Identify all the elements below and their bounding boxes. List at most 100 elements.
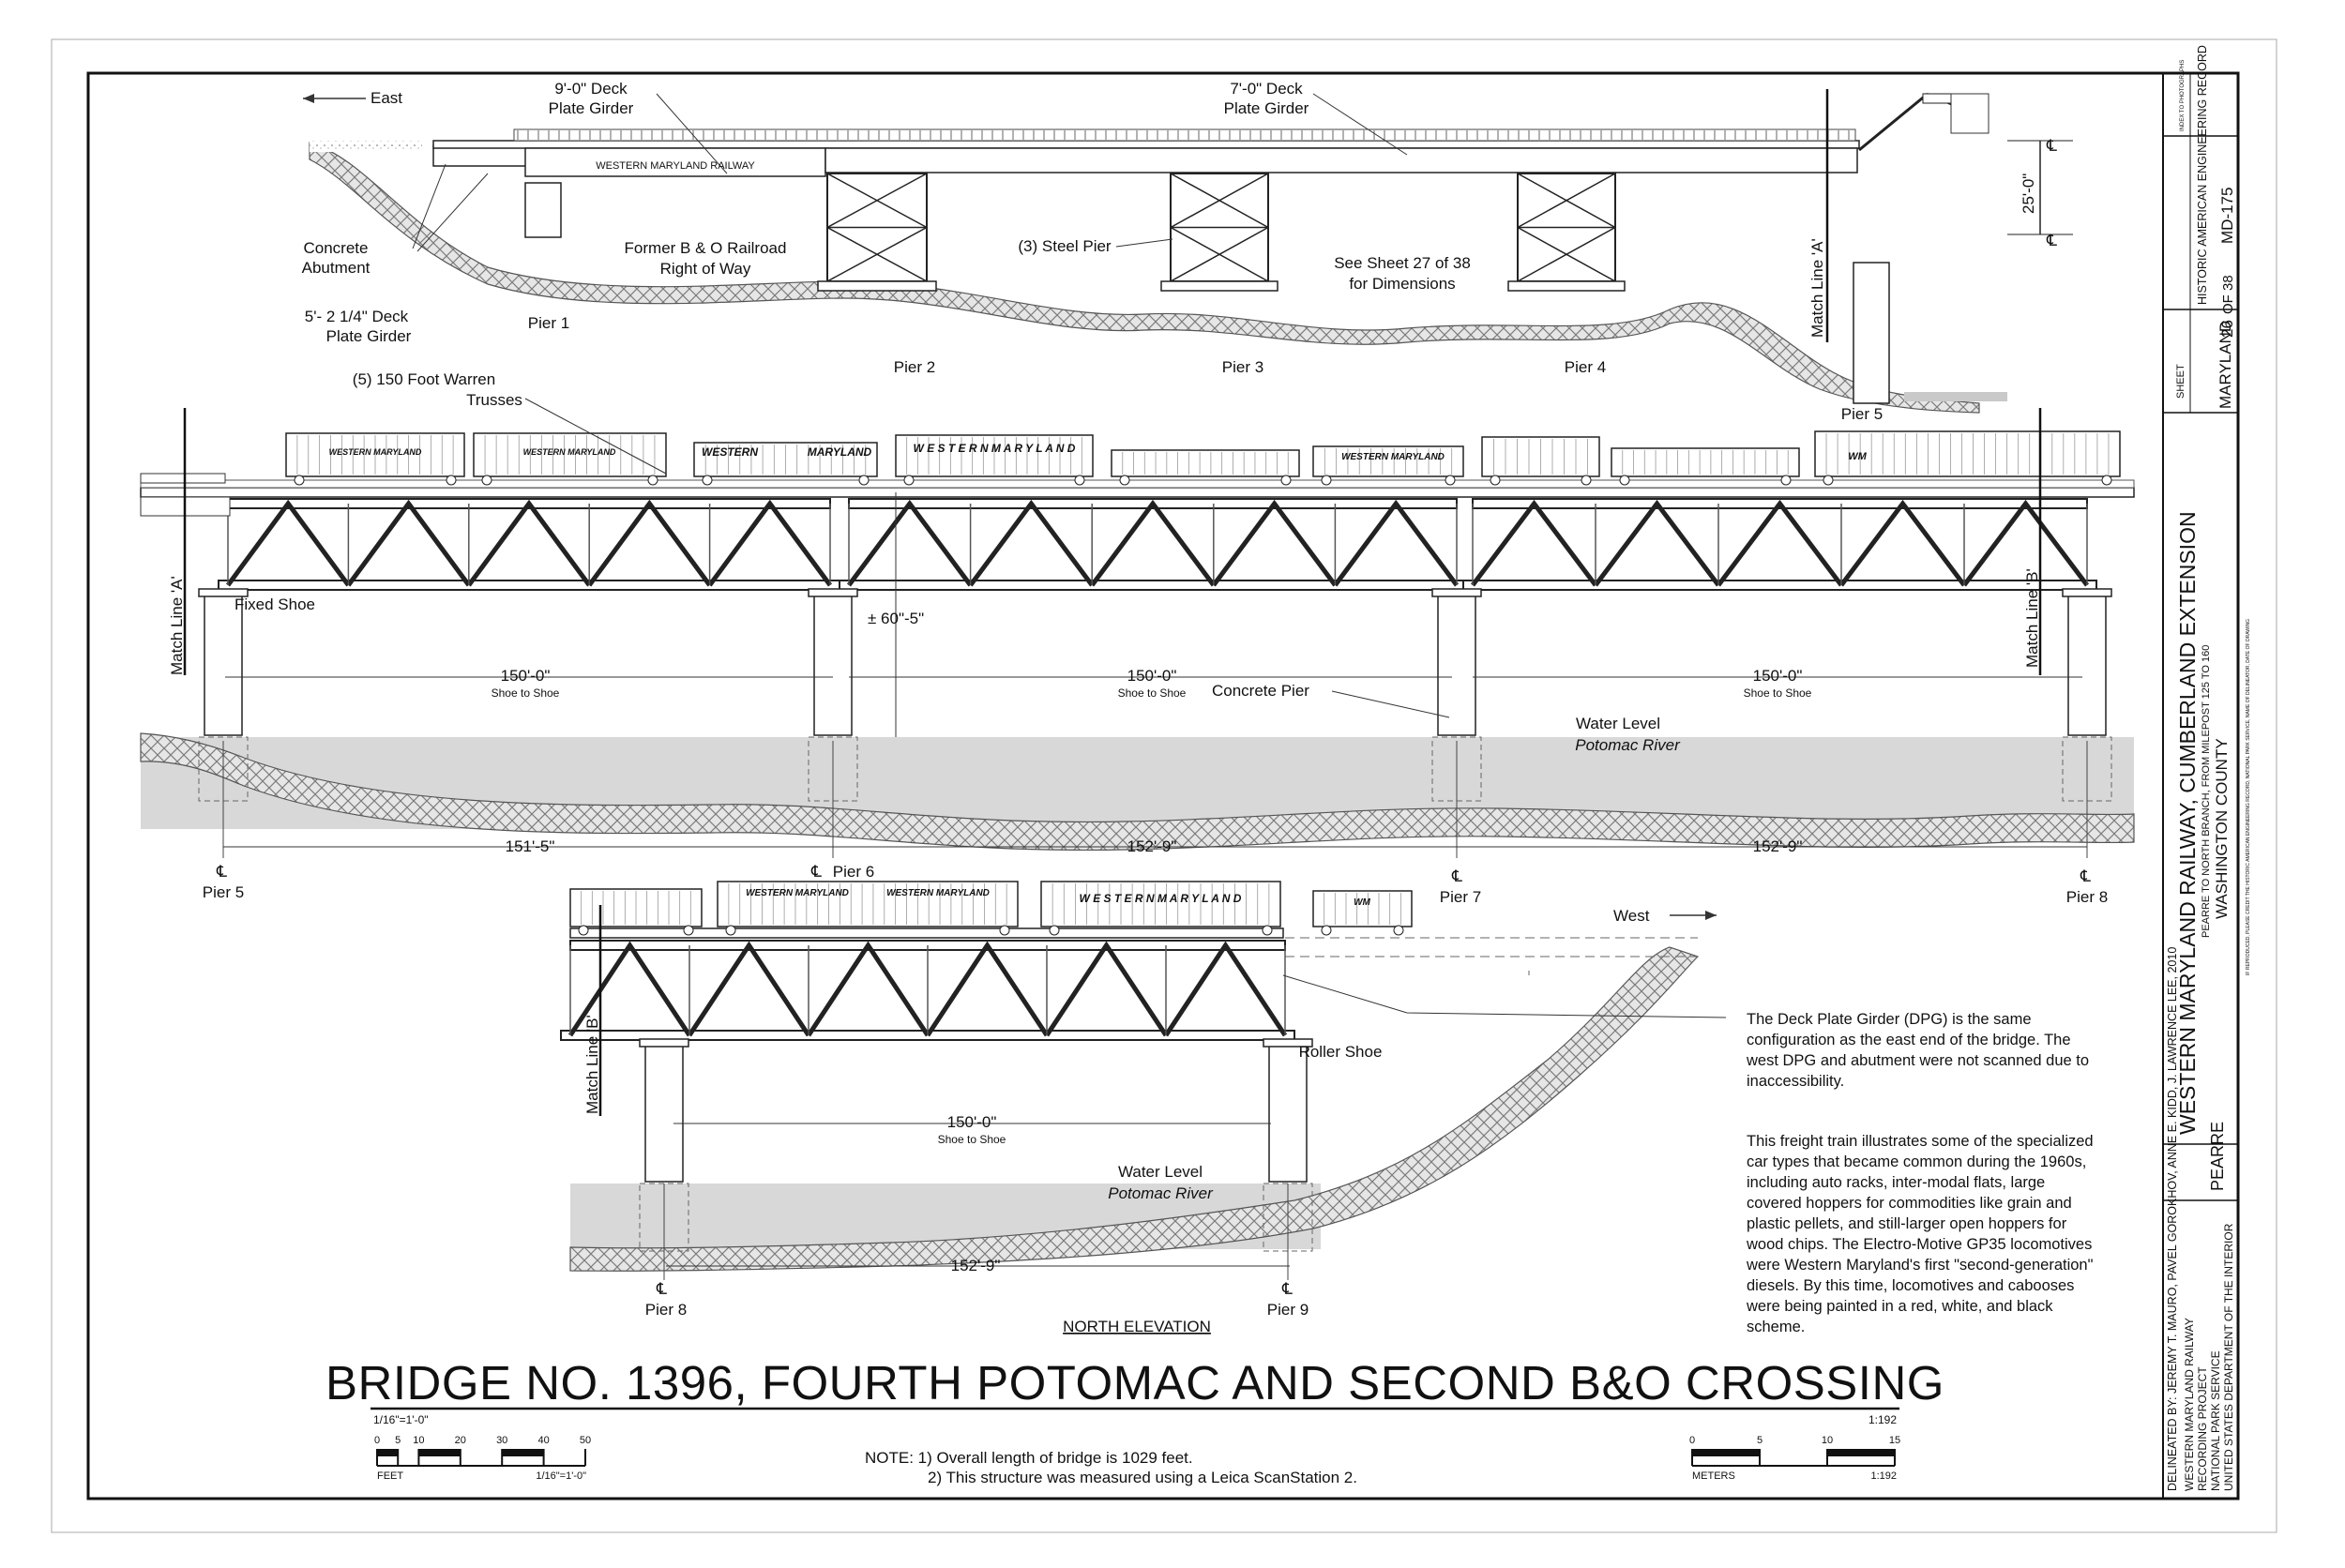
east-arrowhead [303, 94, 314, 103]
label-pier7: Pier 7 [1440, 888, 1481, 906]
car-wheel [1262, 925, 1273, 936]
tb-record-type: HISTORIC AMERICAN ENGINEERING RECORD [2196, 45, 2209, 305]
note-train-5: plastic pellets, and still-larger open h… [1747, 1215, 2067, 1232]
boxcar-text-1: WESTERN [702, 445, 758, 459]
note-train-4: covered hoppers for commodities like gra… [1747, 1195, 2072, 1212]
meter-scale-tick-label: 15 [1889, 1435, 1900, 1446]
cl-pier8-bottom: ℄ [656, 1280, 667, 1298]
feet-scale-tick-label: 0 [374, 1435, 380, 1446]
label-dim-152-a: 152'-9" [1127, 837, 1177, 855]
steel-pier-footing [1507, 280, 1626, 292]
feet-scale-tick-label: 40 [537, 1435, 549, 1446]
label-warren-1: (5) 150 Foot Warren [353, 370, 495, 388]
tb-state: MARYLAND [2216, 321, 2234, 409]
title-area: BRIDGE NO. 1396, FOURTH POTOMAC AND SECO… [325, 1356, 1944, 1486]
caboose-text: WM [1354, 897, 1370, 908]
label-roller-shoe: Roller Shoe [1299, 1043, 1383, 1061]
label-girder9-1: 9'-0" Deck [554, 80, 628, 98]
truss-bottom-chord [839, 580, 1467, 591]
label-pier5-top: Pier 5 [1841, 405, 1883, 423]
label-see-sheet-2: for Dimensions [1349, 275, 1455, 293]
truss-bottom-chord [218, 580, 840, 591]
label-pier8-bottom: Pier 8 [645, 1301, 687, 1319]
label-height-25: 25'-0" [2020, 173, 2037, 214]
feet-scale-scale: 1/16"=1'-0" [536, 1470, 586, 1482]
tb-credit: IF REPRODUCED, PLEASE CREDIT THE HISTORI… [2246, 619, 2251, 975]
truss-bottom-chord [1462, 580, 2097, 591]
concrete-pier [1437, 594, 1476, 736]
loco-1-text: WESTERN MARYLAND [329, 447, 422, 457]
intermodal-text-2: WESTERN MARYLAND [886, 888, 990, 898]
label-pier1: Pier 1 [528, 314, 569, 332]
note-dpg-2: configuration as the east end of the bri… [1747, 1032, 2071, 1048]
tank-car [1111, 449, 1300, 477]
cl-top-1: ℄ [2046, 137, 2057, 155]
car-wheel [2101, 475, 2112, 486]
tb-subtitle: PEARRE TO NORTH BRANCH, FROM MILEPOST 12… [2201, 645, 2212, 938]
label-water-level-west: Water Level [1118, 1163, 1203, 1181]
car-wheel [1619, 475, 1630, 486]
deck-rail [432, 140, 1860, 149]
note-train-10: scheme. [1747, 1319, 1805, 1335]
label-pier3: Pier 3 [1222, 358, 1263, 376]
car-wheel [294, 475, 305, 486]
label-match-b-mid: Match Line 'B' [2023, 568, 2041, 668]
note-train-2: car types that became common during the … [1747, 1153, 2086, 1170]
pier-cap-west [639, 1038, 689, 1048]
note-dpg-1: The Deck Plate Girder (DPG) is the same [1747, 1011, 2032, 1028]
label-potomac-west: Potomac River [1108, 1184, 1214, 1202]
cl-pier8-mid: ℄ [2080, 867, 2091, 885]
meter-scale-tick-label: 0 [1689, 1435, 1695, 1446]
car-wheel [1490, 475, 1501, 486]
label-pier4: Pier 4 [1565, 358, 1606, 376]
covered-hopper [1312, 445, 1464, 477]
steel-pier-bracing [1517, 173, 1616, 282]
intermodal-flat [717, 881, 1019, 927]
label-shoe-3: Shoe to Shoe [1744, 686, 1812, 700]
auto-rack-text: WM [1848, 451, 1867, 462]
feet-scale-segment [377, 1449, 399, 1456]
label-girder7-2: Plate Girder [1224, 99, 1309, 117]
cl-pier5: ℄ [216, 863, 227, 881]
caboose [1312, 890, 1413, 927]
label-see-sheet-1: See Sheet 27 of 38 [1334, 254, 1471, 272]
feet-scale-segment [418, 1449, 461, 1456]
deck-ties [513, 128, 1856, 142]
flatcar [1611, 447, 1800, 477]
tb-agency-2: RECORDING PROJECT [2196, 1366, 2209, 1491]
tb-delineator: DELINEATED BY: JEREMY T. MAURO, PAVEL GO… [2166, 947, 2179, 1491]
car-wheel [702, 475, 713, 486]
car-wheel [1823, 475, 1834, 486]
meter-scale-scale: 1:192 [1870, 1470, 1897, 1482]
car-wheel [858, 475, 870, 486]
label-west-shoe: Shoe to Shoe [938, 1133, 1006, 1146]
car-wheel [1445, 475, 1456, 486]
label-warren-2: Trusses [466, 391, 522, 409]
label-span-1: 150'-0" [501, 667, 551, 685]
steel-pier-bracing [1170, 173, 1269, 282]
label-water-level-main: Water Level [1576, 715, 1660, 732]
scale-text-left: 1/16"=1'-0" [373, 1413, 429, 1426]
label-pier6: Pier 6 [833, 863, 874, 881]
feet-scale-unit: FEET [377, 1470, 403, 1482]
feet-scale-tick-label: 5 [395, 1435, 401, 1446]
car-wheel [903, 475, 915, 486]
note-dpg-4: inaccessibility. [1747, 1073, 1844, 1090]
note-dpg-3: west DPG and abutment were not scanned d… [1746, 1052, 2089, 1069]
label-girder5-1: 5'- 2 1/4" Deck [305, 308, 409, 325]
girder-7ft [825, 147, 1858, 173]
concrete-pier [813, 594, 853, 736]
truss-end-top [1858, 92, 1929, 152]
concrete-pier [2067, 594, 2107, 736]
note-train-7: were Western Maryland's first "second-ge… [1746, 1257, 2094, 1274]
meter-scale-tick-label: 10 [1822, 1435, 1833, 1446]
warren-truss-main [140, 473, 2135, 591]
label-pier2: Pier 2 [894, 358, 935, 376]
concrete-piers-main [198, 588, 2112, 858]
title-block: DELINEATED BY: JEREMY T. MAURO, PAVEL GO… [2162, 45, 2251, 1500]
car-wheel [1321, 925, 1332, 936]
